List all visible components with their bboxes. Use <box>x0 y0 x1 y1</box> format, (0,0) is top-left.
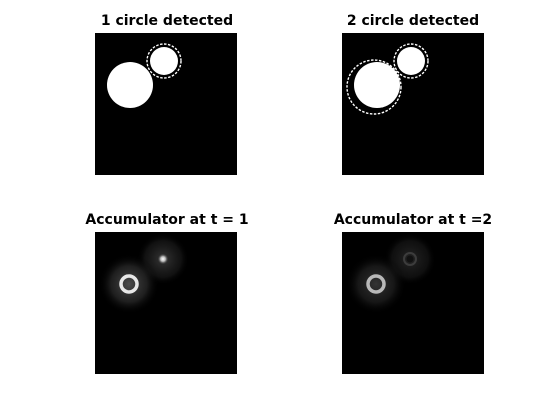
accumulator-image-2-svg <box>342 232 484 374</box>
detected-circle-outline-small <box>393 43 429 79</box>
small-disk <box>397 47 425 75</box>
panel-title-detected-2: 2 circle detected <box>346 13 480 29</box>
accumulator-ring <box>119 274 139 294</box>
accumulator-peak <box>157 253 169 265</box>
detected-circle-outline-large <box>346 59 402 115</box>
accumulator-dip-ring <box>403 252 417 266</box>
detection-image-1 <box>95 33 237 175</box>
accumulator-image-2 <box>342 232 484 374</box>
detection-image-1-svg <box>95 33 237 175</box>
halo-large <box>99 254 159 314</box>
accumulator-image-1-svg <box>95 232 237 374</box>
detected-circle-outline <box>146 43 182 79</box>
panel-title-accumulator-2: Accumulator at t =2 <box>333 212 493 228</box>
accumulator-ring <box>366 274 386 294</box>
detection-image-2-svg <box>342 33 484 175</box>
panel-title-accumulator-1: Accumulator at t = 1 <box>85 212 249 228</box>
large-disk <box>354 62 400 108</box>
detection-image-2 <box>342 33 484 175</box>
small-disk <box>150 47 178 75</box>
accumulator-image-1 <box>95 232 237 374</box>
large-disk <box>107 62 153 108</box>
panel-title-detected-1: 1 circle detected <box>100 13 234 29</box>
accumulator-dip <box>406 255 414 263</box>
halo-large <box>346 254 406 314</box>
